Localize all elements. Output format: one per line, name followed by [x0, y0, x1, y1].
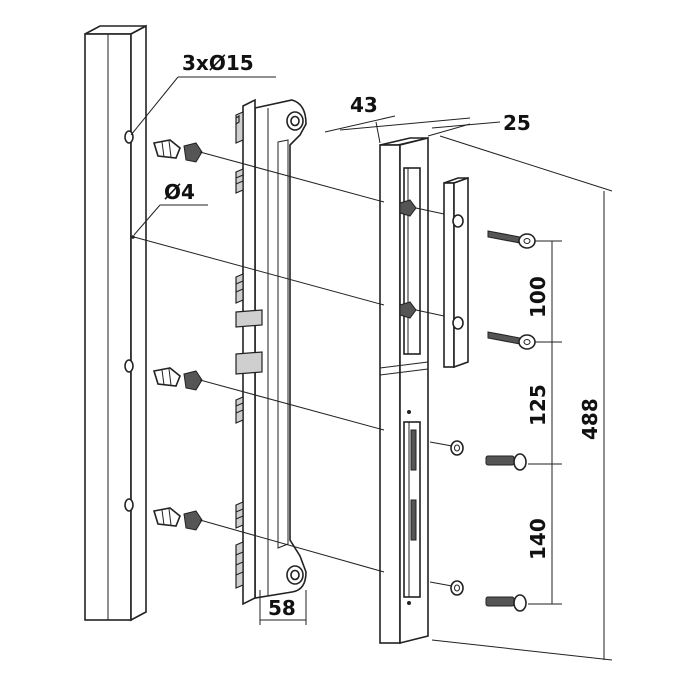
top-width-dimensions: 43 25: [324, 93, 531, 144]
bracket-width-label: 58: [268, 596, 296, 620]
drill-annotation: Ø4: [133, 180, 208, 236]
anchor-top: [152, 139, 203, 163]
bracket-width-dimension: 58: [259, 590, 307, 625]
anchor-middle: [152, 367, 203, 391]
spacing-140-label: 140: [526, 518, 550, 560]
total-height-label: 488: [578, 398, 602, 440]
holes-label: 3xØ15: [182, 51, 254, 75]
screw-second: [487, 331, 536, 350]
post-hole-middle: [124, 359, 134, 373]
screw-bottom: [450, 580, 527, 612]
spacing-100-label: 100: [526, 276, 550, 318]
square-post: [84, 24, 147, 622]
post-drill-point: [131, 235, 135, 239]
striker-plate: [443, 176, 469, 369]
anchor-bottom: [152, 507, 203, 531]
screw-top: [487, 230, 536, 249]
keeper-body: [379, 136, 429, 645]
post-hole-bottom: [124, 498, 134, 512]
body-width-label: 43: [350, 93, 378, 117]
post-hole-top: [124, 130, 134, 144]
drill-label: Ø4: [164, 180, 195, 204]
plate-width-label: 25: [503, 111, 531, 135]
mounting-bracket: [235, 98, 307, 606]
spacing-125-label: 125: [526, 384, 550, 426]
screw-third: [450, 440, 527, 471]
hole-annotation: 3xØ15: [130, 51, 276, 136]
alignment-lines: [133, 151, 453, 587]
vertical-dimensions: 100 125 140: [526, 240, 562, 605]
total-height-dimension: 488: [431, 135, 613, 661]
